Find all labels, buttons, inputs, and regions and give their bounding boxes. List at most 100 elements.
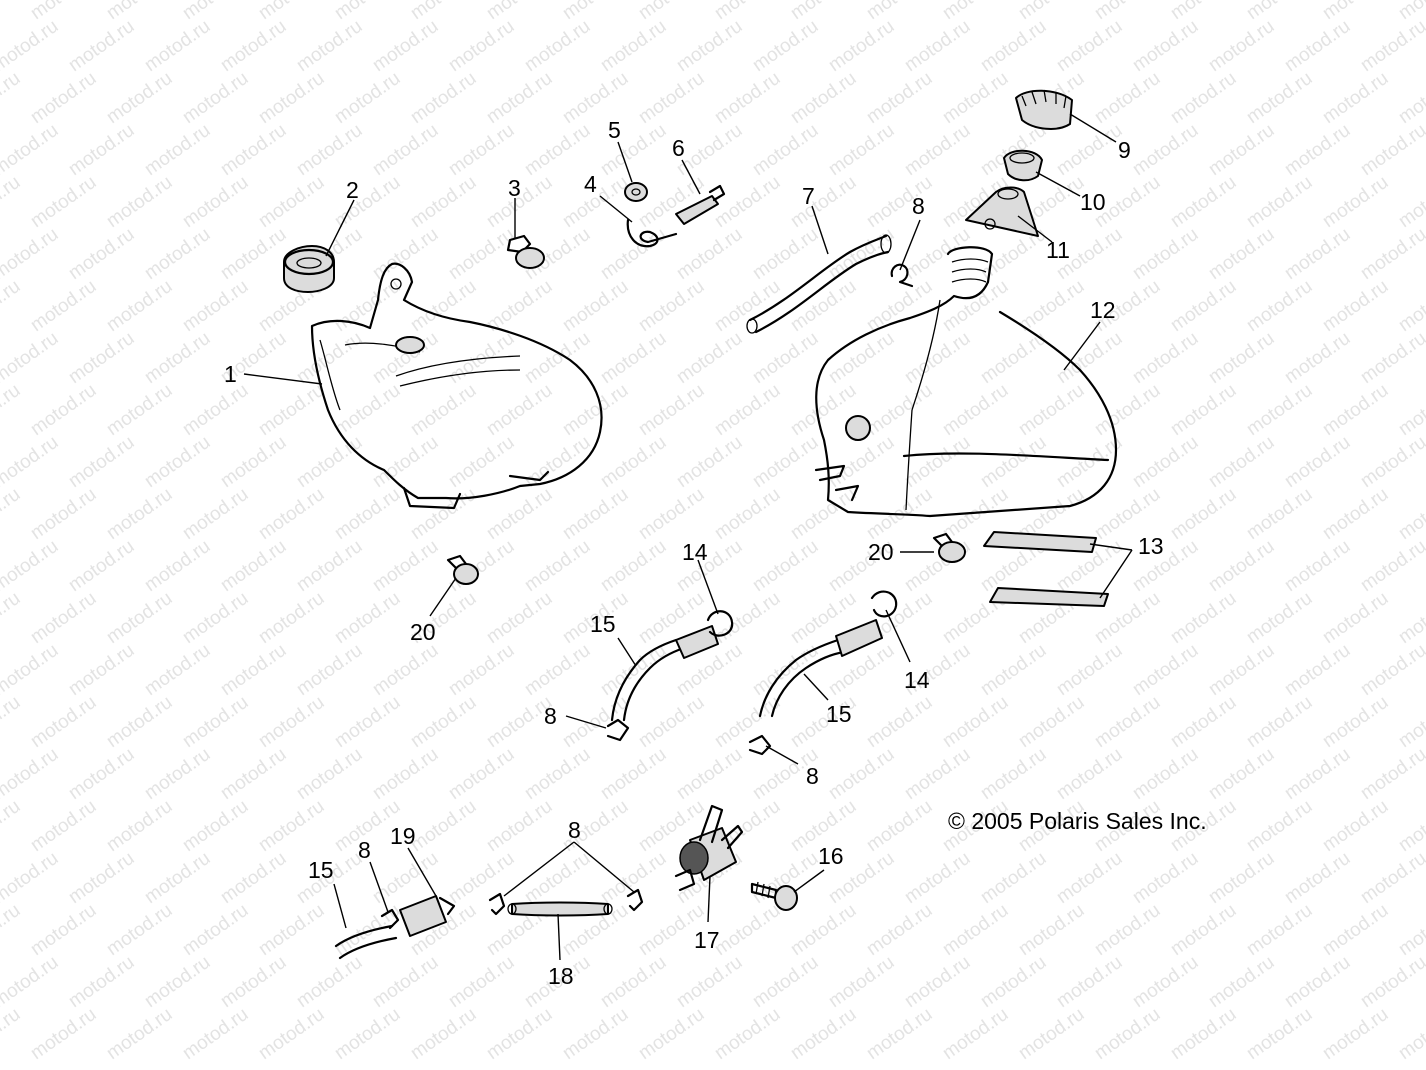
part-1-fuel-tank-left[interactable] <box>310 262 603 510</box>
watermark-text: motod.ru <box>1205 224 1278 284</box>
watermark-text: motod.ru <box>293 432 366 492</box>
watermark-text: motod.ru <box>103 692 176 752</box>
watermark-text: motod.ru <box>27 796 100 856</box>
part-3-bolt[interactable] <box>506 234 545 269</box>
part-6-sender[interactable] <box>675 184 726 225</box>
watermark-text: motod.ru <box>1281 16 1354 76</box>
watermark-text: motod.ru <box>369 432 442 492</box>
watermark-text: motod.ru <box>711 900 784 960</box>
part-14-clamp-right[interactable] <box>870 590 898 618</box>
part-16-screw[interactable] <box>750 881 798 911</box>
watermark-text: motod.ru <box>65 328 138 388</box>
watermark-text: motod.ru <box>255 1004 328 1064</box>
part-12-fuel-tank-right[interactable] <box>814 246 1118 518</box>
watermark-text: motod.ru <box>711 692 784 752</box>
part-8-clip-bottom[interactable] <box>380 908 400 930</box>
watermark-text: motod.ru <box>27 0 100 24</box>
watermark-text: motod.ru <box>255 68 328 128</box>
watermark-text: motod.ru <box>483 68 556 128</box>
part-8-clip-pair[interactable] <box>488 888 644 916</box>
watermark-text: motod.ru <box>1167 900 1240 960</box>
part-15-fuel-line-right[interactable] <box>758 619 883 718</box>
watermark-text: motod.ru <box>1243 900 1316 960</box>
part-15-fuel-line-bottom[interactable] <box>334 924 398 960</box>
watermark-text: motod.ru <box>331 380 404 440</box>
watermark-text: motod.ru <box>407 484 480 544</box>
part-14-clamp-left[interactable] <box>706 610 734 637</box>
part-8-hose-clamp-top[interactable] <box>890 263 914 288</box>
watermark-text: motod.ru <box>217 432 290 492</box>
watermark-text: motod.ru <box>559 0 632 24</box>
part-8-clip-left[interactable] <box>606 718 630 742</box>
watermark-text: motod.ru <box>825 16 898 76</box>
part-20-bolt-right[interactable] <box>932 532 966 563</box>
watermark-text: motod.ru <box>1015 0 1088 24</box>
watermark-text: motod.ru <box>1129 848 1202 908</box>
watermark-text: motod.ru <box>255 796 328 856</box>
watermark-text: motod.ru <box>407 276 480 336</box>
watermark-text: motod.ru <box>0 328 62 388</box>
watermark-text: motod.ru <box>1395 172 1426 232</box>
part-2-grommet[interactable] <box>283 245 335 293</box>
part-13-decal-strips[interactable] <box>983 531 1109 607</box>
part-18-hose[interactable] <box>507 901 613 917</box>
watermark-text: motod.ru <box>863 900 936 960</box>
watermark-text: motod.ru <box>559 484 632 544</box>
watermark-text: motod.ru <box>559 68 632 128</box>
watermark-text: motod.ru <box>939 900 1012 960</box>
watermark-text: motod.ru <box>635 380 708 440</box>
watermark-text: motod.ru <box>901 848 974 908</box>
watermark-text: motod.ru <box>331 484 404 544</box>
part-9-fuel-cap[interactable] <box>1015 89 1073 130</box>
watermark-text: motod.ru <box>787 1004 860 1064</box>
watermark-text: motod.ru <box>863 380 936 440</box>
watermark-text: motod.ru <box>445 16 518 76</box>
watermark-text: motod.ru <box>27 68 100 128</box>
watermark-text: motod.ru <box>673 952 746 1012</box>
part-20-bolt-left[interactable] <box>446 554 479 585</box>
watermark-text: motod.ru <box>711 380 784 440</box>
watermark-text: motod.ru <box>255 900 328 960</box>
part-17-fuel-valve[interactable] <box>674 804 744 892</box>
watermark-text: motod.ru <box>369 536 442 596</box>
watermark-text: motod.ru <box>1319 484 1392 544</box>
watermark-text: motod.ru <box>255 588 328 648</box>
watermark-text: motod.ru <box>1243 484 1316 544</box>
watermark-text: motod.ru <box>103 588 176 648</box>
callout-4: 4 <box>584 171 597 197</box>
watermark-text: motod.ru <box>901 432 974 492</box>
watermark-text: motod.ru <box>901 224 974 284</box>
watermark-text: motod.ru <box>1395 1004 1426 1064</box>
watermark-text: motod.ru <box>407 380 480 440</box>
part-19-fuel-filter[interactable] <box>399 895 456 937</box>
watermark-text: motod.ru <box>1357 328 1426 388</box>
watermark-text: motod.ru <box>1129 328 1202 388</box>
part-10-cap-seal[interactable] <box>1003 149 1043 182</box>
watermark-text: motod.ru <box>787 484 860 544</box>
watermark-text: motod.ru <box>939 1004 1012 1064</box>
callout-10: 10 <box>1080 189 1106 215</box>
part-5-washer[interactable] <box>624 182 648 202</box>
watermark-text: motod.ru <box>179 172 252 232</box>
part-8-clip-right[interactable] <box>748 734 772 756</box>
watermark-text: motod.ru <box>1091 380 1164 440</box>
watermark-text: motod.ru <box>977 744 1050 804</box>
watermark-text: motod.ru <box>863 692 936 752</box>
watermark-text: motod.ru <box>825 640 898 700</box>
watermark-text: motod.ru <box>901 744 974 804</box>
part-7-vent-hose[interactable] <box>746 234 892 334</box>
watermark-text: motod.ru <box>27 1004 100 1064</box>
watermark-text: motod.ru <box>1319 0 1392 24</box>
watermark-text: motod.ru <box>27 588 100 648</box>
watermark-text: motod.ru <box>521 328 594 388</box>
watermark-text: motod.ru <box>863 796 936 856</box>
watermark-text: motod.ru <box>1319 900 1392 960</box>
watermark-text: motod.ru <box>407 68 480 128</box>
watermark-text: motod.ru <box>1091 68 1164 128</box>
watermark-text: motod.ru <box>1319 380 1392 440</box>
watermark-text: motod.ru <box>0 848 62 908</box>
part-4-spring-clip[interactable] <box>626 218 678 248</box>
part-15-fuel-line-left[interactable] <box>610 625 719 722</box>
watermark-text: motod.ru <box>1167 172 1240 232</box>
watermark-text: motod.ru <box>711 1004 784 1064</box>
